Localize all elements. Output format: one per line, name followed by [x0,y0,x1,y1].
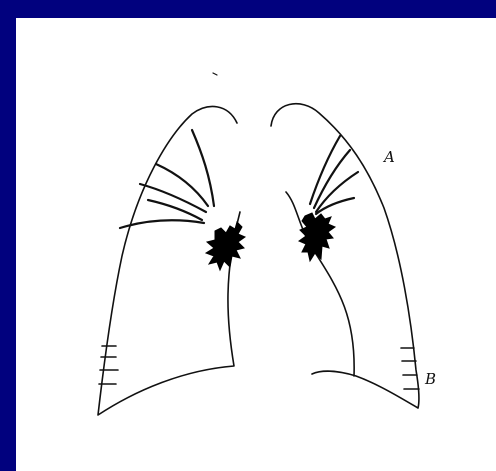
right-hilum [206,222,245,270]
left-lung-outline [271,104,419,408]
left-hilum [299,213,335,261]
right-lung [98,107,245,415]
right-upper-marking-4 [148,200,202,220]
slide-panel: A B [16,18,496,471]
left-upper-marking-4 [316,198,354,214]
trachea-speck [213,73,217,75]
right-upper-marking-1 [192,130,214,206]
label-a: A [382,148,395,166]
right-mid-marking [120,220,204,228]
chest-xray-line-drawing: A B [16,18,496,471]
left-lung [271,104,419,408]
label-b: B [424,370,436,388]
